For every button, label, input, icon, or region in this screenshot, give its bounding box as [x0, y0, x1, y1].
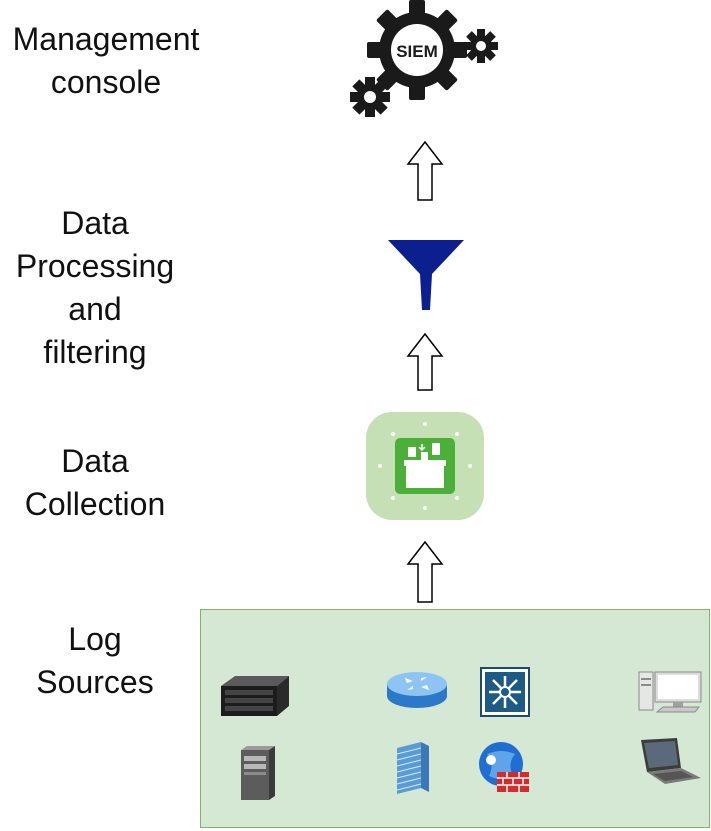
tower-server-icon	[241, 746, 275, 800]
label-line: Collection	[24, 486, 166, 522]
label-line: Sources	[36, 664, 154, 700]
label-line: Data	[61, 205, 129, 241]
label-data-processing: Data Processing and filtering	[0, 202, 190, 374]
label-line: Data	[61, 443, 129, 479]
switch-icon	[480, 667, 530, 717]
label-management-console: Management console	[0, 18, 212, 104]
label-line: Processing	[15, 248, 175, 284]
label-line: and	[68, 291, 122, 327]
log-sources-box	[200, 609, 710, 828]
web-firewall-icon	[479, 742, 529, 792]
firewall-icon	[396, 742, 429, 794]
siem-text: SIEM	[396, 42, 438, 61]
label-line: console	[50, 64, 162, 100]
desktop-icon	[638, 671, 702, 713]
label-line: Log	[68, 621, 122, 657]
arrow-up-icon	[406, 332, 444, 391]
label-log-sources: Log Sources	[0, 618, 190, 704]
data-collection-icon	[366, 412, 484, 520]
arrow-up-icon	[406, 540, 444, 603]
router-icon	[387, 672, 447, 708]
label-line: filtering	[43, 334, 147, 370]
siem-gears-icon: SIEM	[350, 0, 498, 117]
funnel-icon	[388, 240, 464, 310]
rack-server-icon	[221, 676, 289, 716]
label-line: Management	[12, 21, 200, 57]
label-data-collection: Data Collection	[0, 440, 190, 526]
laptop-icon	[641, 738, 701, 784]
arrow-up-icon	[406, 140, 444, 201]
